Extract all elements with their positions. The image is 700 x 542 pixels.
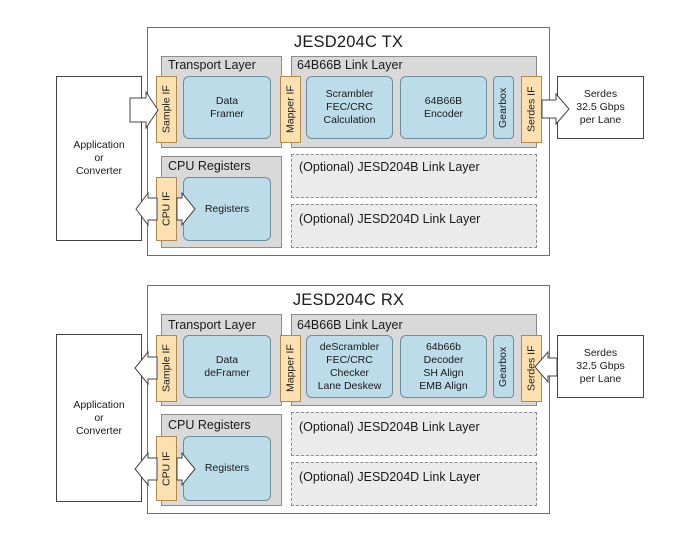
tx-sample-if: Sample IF — [156, 76, 177, 143]
tx-registers-block: Registers — [183, 177, 271, 241]
rx-sample-if-label: Sample IF — [160, 344, 173, 393]
tx-optional-jesd204b: (Optional) JESD204B Link Layer — [291, 154, 537, 198]
rx-decoder-block: 64b66b Decoder SH Align EMB Align — [400, 335, 487, 398]
tx-optional-jesd204d: (Optional) JESD204D Link Layer — [291, 204, 537, 248]
rx-gearbox-label: Gearbox — [497, 346, 509, 387]
rx-application-converter-label: Application or Converter — [73, 398, 125, 437]
tx-scrambler-block: Scrambler FEC/CRC Calculation — [306, 76, 393, 139]
tx-cpu-registers-title: CPU Registers — [168, 159, 251, 173]
rx-sample-if: Sample IF — [156, 335, 177, 402]
tx-link-layer-title: 64B66B Link Layer — [297, 58, 403, 72]
rx-serdes-block: Serdes 32.5 Gbps per Lane — [557, 335, 644, 398]
tx-data-framer-block: Data Framer — [183, 76, 271, 139]
tx-encoder-block: 64B66B Encoder — [400, 76, 487, 139]
rx-gearbox-block: Gearbox — [493, 335, 514, 398]
tx-cpu-if-label: CPU IF — [160, 191, 173, 227]
tx-sample-if-label: Sample IF — [160, 85, 173, 134]
tx-title: JESD204C TX — [293, 32, 404, 51]
rx-link-layer-title: 64B66B Link Layer — [297, 318, 403, 332]
tx-cpu-if: CPU IF — [156, 177, 177, 241]
rx-optional-jesd204d-label: (Optional) JESD204D Link Layer — [299, 470, 481, 484]
rx-cpu-registers-title: CPU Registers — [168, 418, 251, 432]
rx-transport-layer-title: Transport Layer — [168, 318, 256, 332]
tx-serdes-block: Serdes 32.5 Gbps per Lane — [557, 76, 644, 139]
rx-application-converter-block: Application or Converter — [56, 334, 142, 502]
tx-transport-layer-title: Transport Layer — [168, 58, 256, 72]
tx-serdes-if-label: Serdes IF — [525, 86, 538, 133]
rx-mapper-if-label: Mapper IF — [284, 344, 297, 393]
rx-cpu-if-label: CPU IF — [160, 451, 173, 486]
rx-descrambler-block: deScrambler FEC/CRC Checker Lane Deskew — [306, 335, 393, 398]
rx-serdes-if-label: Serdes IF — [525, 345, 538, 392]
rx-registers-block: Registers — [183, 436, 271, 501]
rx-serdes-if: Serdes IF — [521, 335, 542, 402]
application-converter-label: Application or Converter — [73, 139, 125, 177]
rx-optional-jesd204b-label: (Optional) JESD204B Link Layer — [299, 420, 480, 434]
application-converter-block: Application or Converter — [56, 76, 142, 241]
rx-mapper-if: Mapper IF — [280, 335, 301, 402]
rx-data-deframer-block: Data deFramer — [183, 335, 271, 398]
tx-mapper-if: Mapper IF — [280, 76, 301, 143]
rx-cpu-if: CPU IF — [156, 436, 177, 501]
tx-gearbox-block: Gearbox — [493, 76, 514, 139]
rx-optional-jesd204d: (Optional) JESD204D Link Layer — [291, 462, 537, 506]
tx-optional-jesd204b-label: (Optional) JESD204B Link Layer — [299, 160, 480, 174]
rx-title: JESD204C RX — [292, 290, 405, 309]
tx-serdes-if: Serdes IF — [521, 76, 542, 143]
rx-optional-jesd204b: (Optional) JESD204B Link Layer — [291, 412, 537, 456]
tx-gearbox-label: Gearbox — [497, 87, 509, 128]
tx-optional-jesd204d-label: (Optional) JESD204D Link Layer — [299, 212, 481, 226]
tx-mapper-if-label: Mapper IF — [284, 85, 297, 134]
